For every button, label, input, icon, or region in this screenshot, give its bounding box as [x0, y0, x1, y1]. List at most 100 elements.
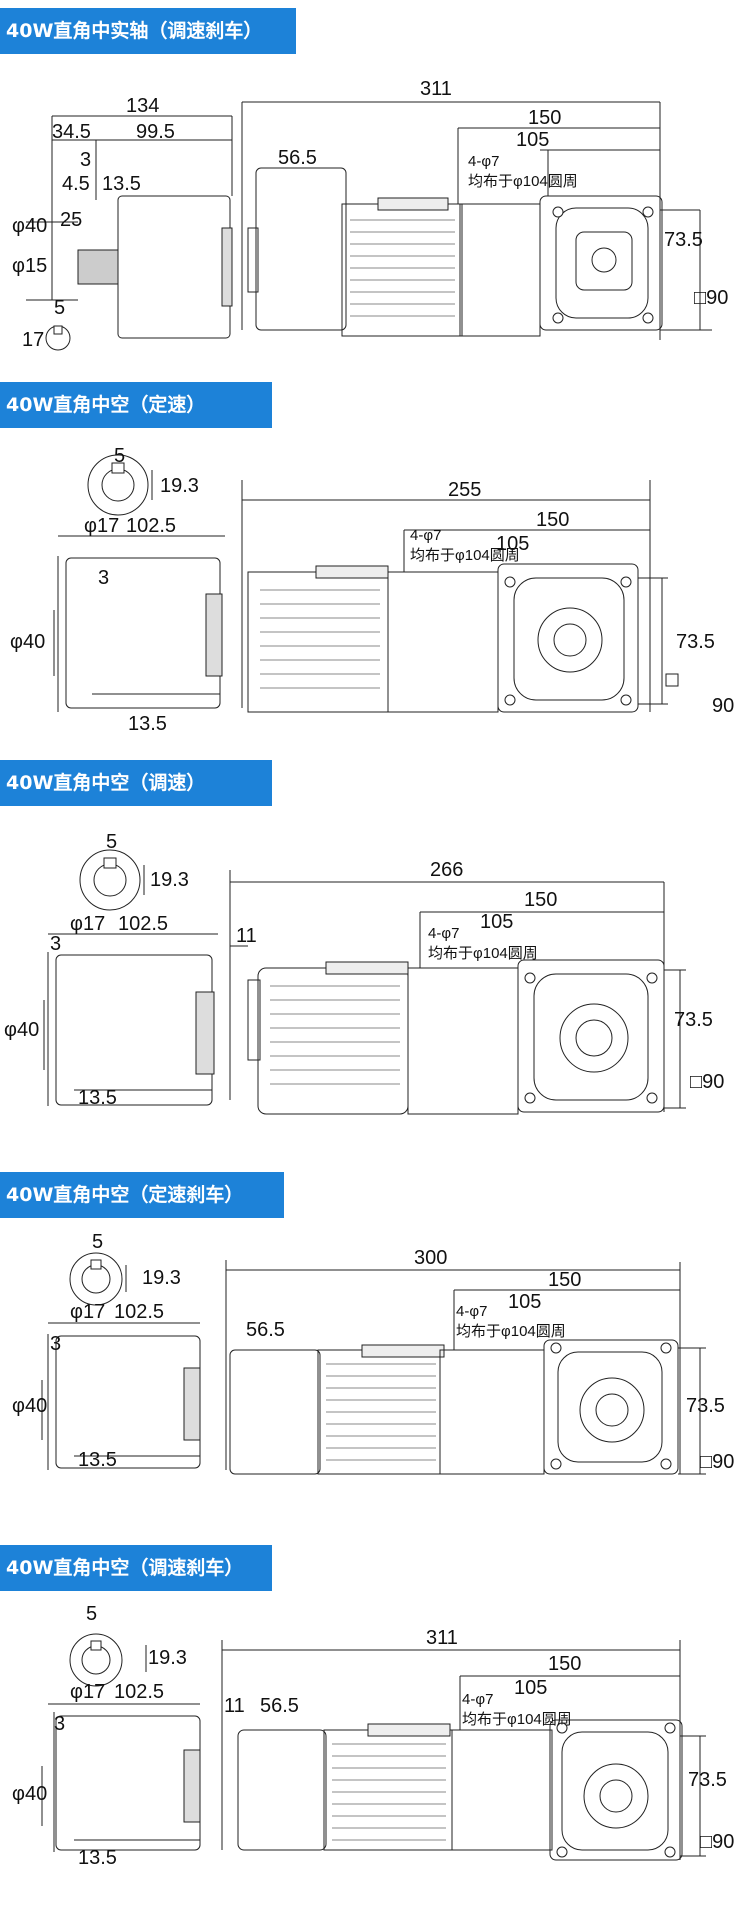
- dim-d1: 4.5: [62, 173, 90, 195]
- dim-center: 73.5: [664, 229, 703, 251]
- motor-body: [323, 1729, 453, 1851]
- dim-d2: 13.5: [102, 173, 141, 195]
- dimension-drawing: 311 134 34.5 99.5 3 4.5 13.5 φ40 25 φ15 …: [12, 78, 728, 351]
- section-title: 40W直角中实轴（调速刹车）: [0, 8, 296, 54]
- bore-circle: [79, 849, 141, 911]
- bore-circle: [69, 1633, 123, 1687]
- gear-box: [459, 203, 541, 337]
- dim-total-width: 300: [414, 1247, 447, 1269]
- dim-dia40: φ40: [12, 215, 47, 237]
- dim-step: 3: [50, 933, 61, 955]
- dim-bore: φ17: [84, 515, 119, 537]
- dim-key: 5: [86, 1603, 97, 1625]
- dim-step: 3: [80, 149, 91, 171]
- dim-dia15: φ15: [12, 255, 47, 277]
- dim-dia40: φ40: [10, 631, 45, 653]
- dim-flange-holes-len: 105: [516, 129, 549, 151]
- dim-d2: 13.5: [78, 1087, 117, 1109]
- dim-flange-len: 150: [524, 889, 557, 911]
- dim-center: 73.5: [686, 1395, 725, 1417]
- gear-box: [407, 967, 519, 1115]
- dim-keyh: 19.3: [142, 1267, 181, 1289]
- output-hub: [579, 1377, 645, 1443]
- dim-total-width: 311: [426, 1627, 458, 1649]
- flange-plate: [497, 563, 639, 713]
- dim-brake-len: 56.5: [278, 147, 317, 169]
- section-hollow-variable-speed-brake: 40W直角中空（调速刹车）: [0, 1535, 750, 1915]
- dimension-drawing: 5 19.3 φ17 102.5 3 φ40 13.5 56.5 300 150…: [12, 1231, 734, 1475]
- note-holes: 4-φ7: [462, 1691, 493, 1708]
- motor-fins: [260, 589, 380, 689]
- dim-center: 73.5: [676, 631, 715, 653]
- gear-box: [451, 1729, 553, 1851]
- dim-key: 5: [54, 297, 65, 319]
- note-pcd: 均布于φ104圆周: [462, 1711, 572, 1728]
- dim-flange-holes-len: 105: [496, 533, 529, 555]
- gear-box: [439, 1349, 545, 1475]
- dim-flange-len: 150: [548, 1653, 581, 1675]
- note-pcd: 均布于φ104圆周: [410, 547, 520, 564]
- dimension-drawing: 5 19.3 φ17 102.5 3 φ40 13.5 11 266 150 1…: [4, 831, 724, 1115]
- motor-fins: [326, 1363, 436, 1461]
- dim-side-b: 99.5: [136, 121, 175, 143]
- dim-side-length: 102.5: [126, 515, 176, 537]
- motor-fins: [270, 985, 400, 1085]
- dim-total-width: 266: [430, 859, 463, 881]
- dim-bore: φ17: [70, 1301, 105, 1323]
- flange-plate: [543, 1339, 679, 1475]
- dim-center: 73.5: [674, 1009, 713, 1031]
- bore-circle: [87, 454, 149, 516]
- square-symbol: [665, 673, 679, 687]
- section-title: 40W直角中空（定速）: [0, 382, 272, 428]
- note-holes: 4-φ7: [468, 153, 499, 170]
- gear-box: [387, 571, 499, 713]
- brake-cover: [237, 1729, 327, 1851]
- dim-len25: 25: [60, 209, 82, 231]
- dim-flange-holes-len: 105: [480, 911, 513, 933]
- dim-flange-holes-len: 105: [508, 1291, 541, 1313]
- motor-fins: [350, 219, 455, 317]
- dim-square: □90: [690, 1071, 724, 1093]
- dim-side-length: 134: [126, 95, 159, 117]
- dim-flange-len: 150: [536, 509, 569, 531]
- dim-flange-len: 150: [528, 107, 561, 129]
- section-hollow-variable-speed: 40W直角中空（调速）: [0, 755, 750, 1160]
- output-hub: [583, 1763, 649, 1829]
- side-housing: [65, 557, 221, 709]
- output-hub: [559, 1003, 629, 1073]
- flange-screws: [524, 972, 658, 1104]
- note-pcd: 均布于φ104圆周: [456, 1323, 566, 1340]
- dim-key: 5: [114, 445, 125, 467]
- dim-brake-len: 56.5: [260, 1695, 299, 1717]
- dim-square: □90: [694, 287, 728, 309]
- dim-total-width: 255: [448, 479, 481, 501]
- dim-d2: 13.5: [128, 713, 167, 735]
- dim-step: 3: [54, 1713, 65, 1735]
- dim-step: 3: [50, 1333, 61, 1355]
- note-pcd: 均布于φ104圆周: [428, 945, 538, 962]
- dim-side-a: 34.5: [52, 121, 91, 143]
- dim-keyh: 19.3: [150, 869, 189, 891]
- bore-circle: [69, 1252, 123, 1306]
- flange-plate: [549, 1719, 683, 1861]
- motor-body: [257, 967, 409, 1115]
- dim-side-length: 102.5: [118, 913, 168, 935]
- brake-cover: [229, 1349, 321, 1475]
- dim-key: 5: [92, 1231, 103, 1253]
- dim-d2: 13.5: [78, 1847, 117, 1869]
- flange-plate: [539, 195, 663, 331]
- brake-cover: [255, 167, 347, 331]
- dim-center: 73.5: [688, 1769, 727, 1791]
- note-holes: 4-φ7: [456, 1303, 487, 1320]
- section-title: 40W直角中空（调速刹车）: [0, 1545, 272, 1591]
- dim-side-length: 102.5: [114, 1681, 164, 1703]
- dimension-drawing: 5 19.3 φ17 102.5 3 φ40 13.5 255 150 105 …: [10, 445, 734, 735]
- dim-dia40: φ40: [4, 1019, 39, 1041]
- flange-screws: [504, 576, 632, 706]
- dim-key: 5: [106, 831, 117, 853]
- dim-square: □90: [700, 1831, 734, 1853]
- note-pcd: 均布于φ104圆周: [468, 173, 578, 190]
- output-hub: [575, 231, 633, 291]
- dim-bore: φ17: [70, 1681, 105, 1703]
- flange-screws: [550, 1342, 672, 1470]
